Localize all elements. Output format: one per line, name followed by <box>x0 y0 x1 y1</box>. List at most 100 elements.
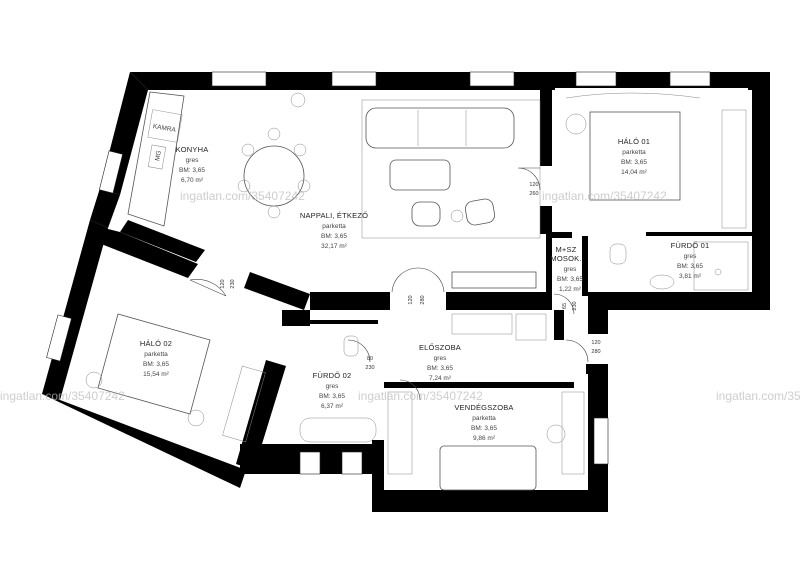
wall-kitchen-lower <box>120 220 205 262</box>
kitchen-counter <box>127 91 185 227</box>
chair-halo01 <box>565 113 587 135</box>
wall-bath1-top <box>552 232 572 238</box>
dim-4-top: 80 <box>367 356 373 362</box>
wall-bath2-top <box>300 320 378 324</box>
room-label-vendeg: VENDÉGSZOBA parketta BM: 3,65 9,86 m² <box>454 403 513 442</box>
halo01-name: HÁLÓ 01 <box>618 137 650 146</box>
room-label-msz: M+SZ MOSOK. gres BM: 3,65 1,22 m² <box>550 245 583 293</box>
window-halo2 <box>46 314 72 362</box>
desk-guest <box>561 391 585 475</box>
room-label-eloszoba: ELŐSZOBA gres BM: 3,65 7,24 m² <box>419 343 461 382</box>
konyha-name: KONYHA <box>176 145 209 154</box>
door-hall-right <box>565 339 589 363</box>
wall-msz-right <box>546 232 552 310</box>
dim-4-bottom: 230 <box>365 365 374 371</box>
stove <box>147 144 167 170</box>
furdo02-floor: gres <box>326 383 339 390</box>
eloszoba-floor: gres <box>434 355 447 362</box>
furniture <box>85 91 749 491</box>
coffee-table <box>389 159 451 191</box>
halo02-area: 15,54 m² <box>143 371 169 378</box>
ceiling-lamp <box>290 92 306 108</box>
wall-guest-top <box>384 382 574 388</box>
sofa-guest <box>439 445 537 491</box>
toilet-bath01 <box>609 243 627 265</box>
dim-5-bottom: 230 <box>230 279 236 288</box>
wall-living-bottom-left <box>310 292 390 310</box>
watermark-4: ingatlan.com/35407242 <box>358 389 483 403</box>
msz-height: BM: 3,65 <box>557 276 583 283</box>
mg-label: MG <box>154 150 163 162</box>
watermarks: ingatlan.com/35407242 ingatlan.com/35407… <box>0 189 800 403</box>
konyha-floor: gres <box>186 157 199 164</box>
msz-name2: MOSOK. <box>550 254 581 263</box>
wall-bath1-top2 <box>646 232 752 236</box>
room-label-halo02: HÁLÓ 02 parketta BM: 3,65 15,54 m² <box>140 339 172 378</box>
room-label-nappali: NAPPALI, ÉTKEZŐ parketta BM: 3,65 32,17 … <box>300 211 368 250</box>
vendeg-height: BM: 3,65 <box>471 425 497 432</box>
room-label-halo01: HÁLÓ 01 parketta BM: 3,65 14,04 m² <box>618 137 650 176</box>
walls <box>42 72 770 512</box>
halo01-height: BM: 3,65 <box>621 159 647 166</box>
bed-halo01 <box>589 111 681 201</box>
dining-chairs <box>237 127 311 219</box>
vendeg-floor: parketta <box>472 415 496 422</box>
watermark-3: ingatlan.com/35407242 <box>0 389 125 403</box>
eloszoba-name: ELŐSZOBA <box>419 343 461 352</box>
msz-name: M+SZ <box>555 245 576 254</box>
furdo01-area: 3,81 m² <box>679 273 702 280</box>
door-halo01 <box>517 167 541 191</box>
sink-bath01 <box>649 274 675 290</box>
drain-bath01 <box>714 268 722 276</box>
wardrobe-guest <box>387 391 413 475</box>
shower-bath01 <box>693 241 749 291</box>
room-label-furdo02: FÜRDŐ 02 gres BM: 3,65 6,37 m² <box>313 371 352 410</box>
watermark-1: ingatlan.com/35407242 <box>180 189 305 203</box>
sofa <box>365 107 515 149</box>
hall-cabinet <box>451 313 513 335</box>
dim-1-bottom: 260 <box>529 191 538 197</box>
furdo01-height: BM: 3,65 <box>677 263 703 270</box>
wardrobe-halo02 <box>222 365 266 443</box>
wall-guest-bottom <box>372 490 608 512</box>
dim-6-bottom: 230 <box>572 301 578 310</box>
window-kitchen <box>99 150 123 194</box>
window-2 <box>331 71 377 87</box>
windows <box>46 71 711 475</box>
wall-halo1-left <box>540 88 552 166</box>
wall-msz-divider <box>582 236 588 296</box>
wardrobe-halo01 <box>721 109 747 229</box>
furdo02-name: FÜRDŐ 02 <box>313 371 352 380</box>
furdo02-area: 6,37 m² <box>321 403 344 410</box>
hall-stair <box>515 313 547 341</box>
wall-bottom-left <box>42 394 246 488</box>
nappali-name: NAPPALI, ÉTKEZŐ <box>300 211 368 220</box>
dim-1-top: 120 <box>529 182 538 188</box>
door-msz <box>553 293 575 315</box>
furdo02-height: BM: 3,65 <box>319 393 345 400</box>
vendeg-area: 9,86 m² <box>473 435 496 442</box>
dim-5-top: 120 <box>220 279 226 288</box>
konyha-height: BM: 3,65 <box>179 167 205 174</box>
eloszoba-height: BM: 3,65 <box>427 365 453 372</box>
living-rug <box>361 99 541 239</box>
nappali-height: BM: 3,65 <box>321 233 347 240</box>
wall-hall-bottom <box>586 364 608 374</box>
door-halo02 <box>189 279 227 297</box>
halo01-floor: parketta <box>622 149 646 156</box>
vendeg-name: VENDÉGSZOBA <box>454 403 513 412</box>
dim-2-top: 120 <box>408 295 414 304</box>
msz-area: 1,22 m² <box>559 286 582 293</box>
furdo01-floor: gres <box>684 253 697 260</box>
bathtub-bath02 <box>299 417 377 443</box>
nappali-floor: parketta <box>322 223 346 230</box>
wall-hall-right <box>554 310 564 340</box>
nightstand-r <box>187 409 205 427</box>
nightstand-l <box>85 371 103 389</box>
window-bath2-a <box>299 451 321 475</box>
room-label-konyha: KONYHA gres BM: 3,65 6,70 m² <box>176 145 209 184</box>
window-3 <box>469 71 515 87</box>
dim-3-bottom: 280 <box>591 349 600 355</box>
halo02-floor: parketta <box>144 351 168 358</box>
watermark-5: ingatlan.com/35407242 <box>716 389 800 403</box>
